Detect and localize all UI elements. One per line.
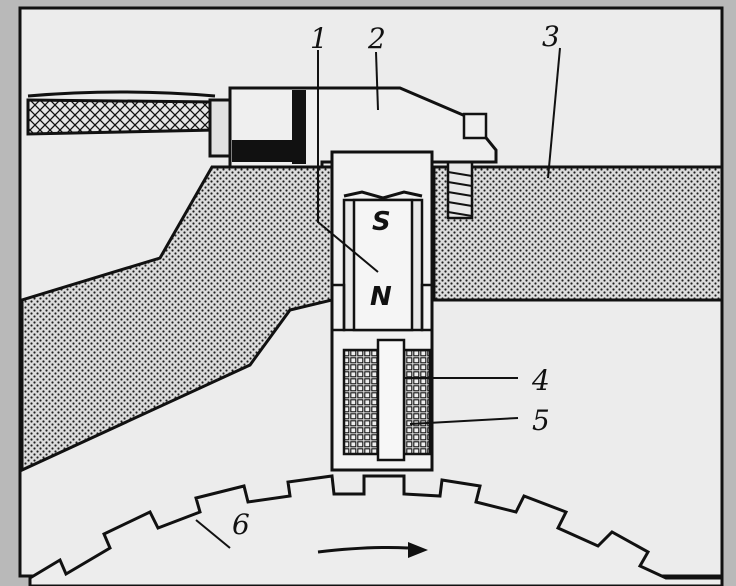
fixing-screw (446, 160, 474, 220)
label-sensor-housing: 2 (367, 22, 386, 55)
label-engine-block: 3 (542, 20, 560, 53)
sensor-housing (228, 86, 498, 169)
sensor-cable (26, 90, 234, 158)
rotation-arrow (317, 542, 428, 558)
label-pole-piece: 4 (531, 364, 550, 397)
magnet-north-pole: N (370, 282, 392, 312)
label-magnet-core: 1 (310, 22, 328, 55)
magnet-south-pole: S (372, 207, 391, 237)
pole-piece (376, 338, 406, 462)
leader-lines (195, 47, 561, 549)
label-winding: 5 (532, 404, 550, 437)
sensor-winding (342, 348, 432, 456)
toothed-wheel (28, 474, 724, 586)
label-toothed-wheel: 6 (232, 508, 250, 541)
